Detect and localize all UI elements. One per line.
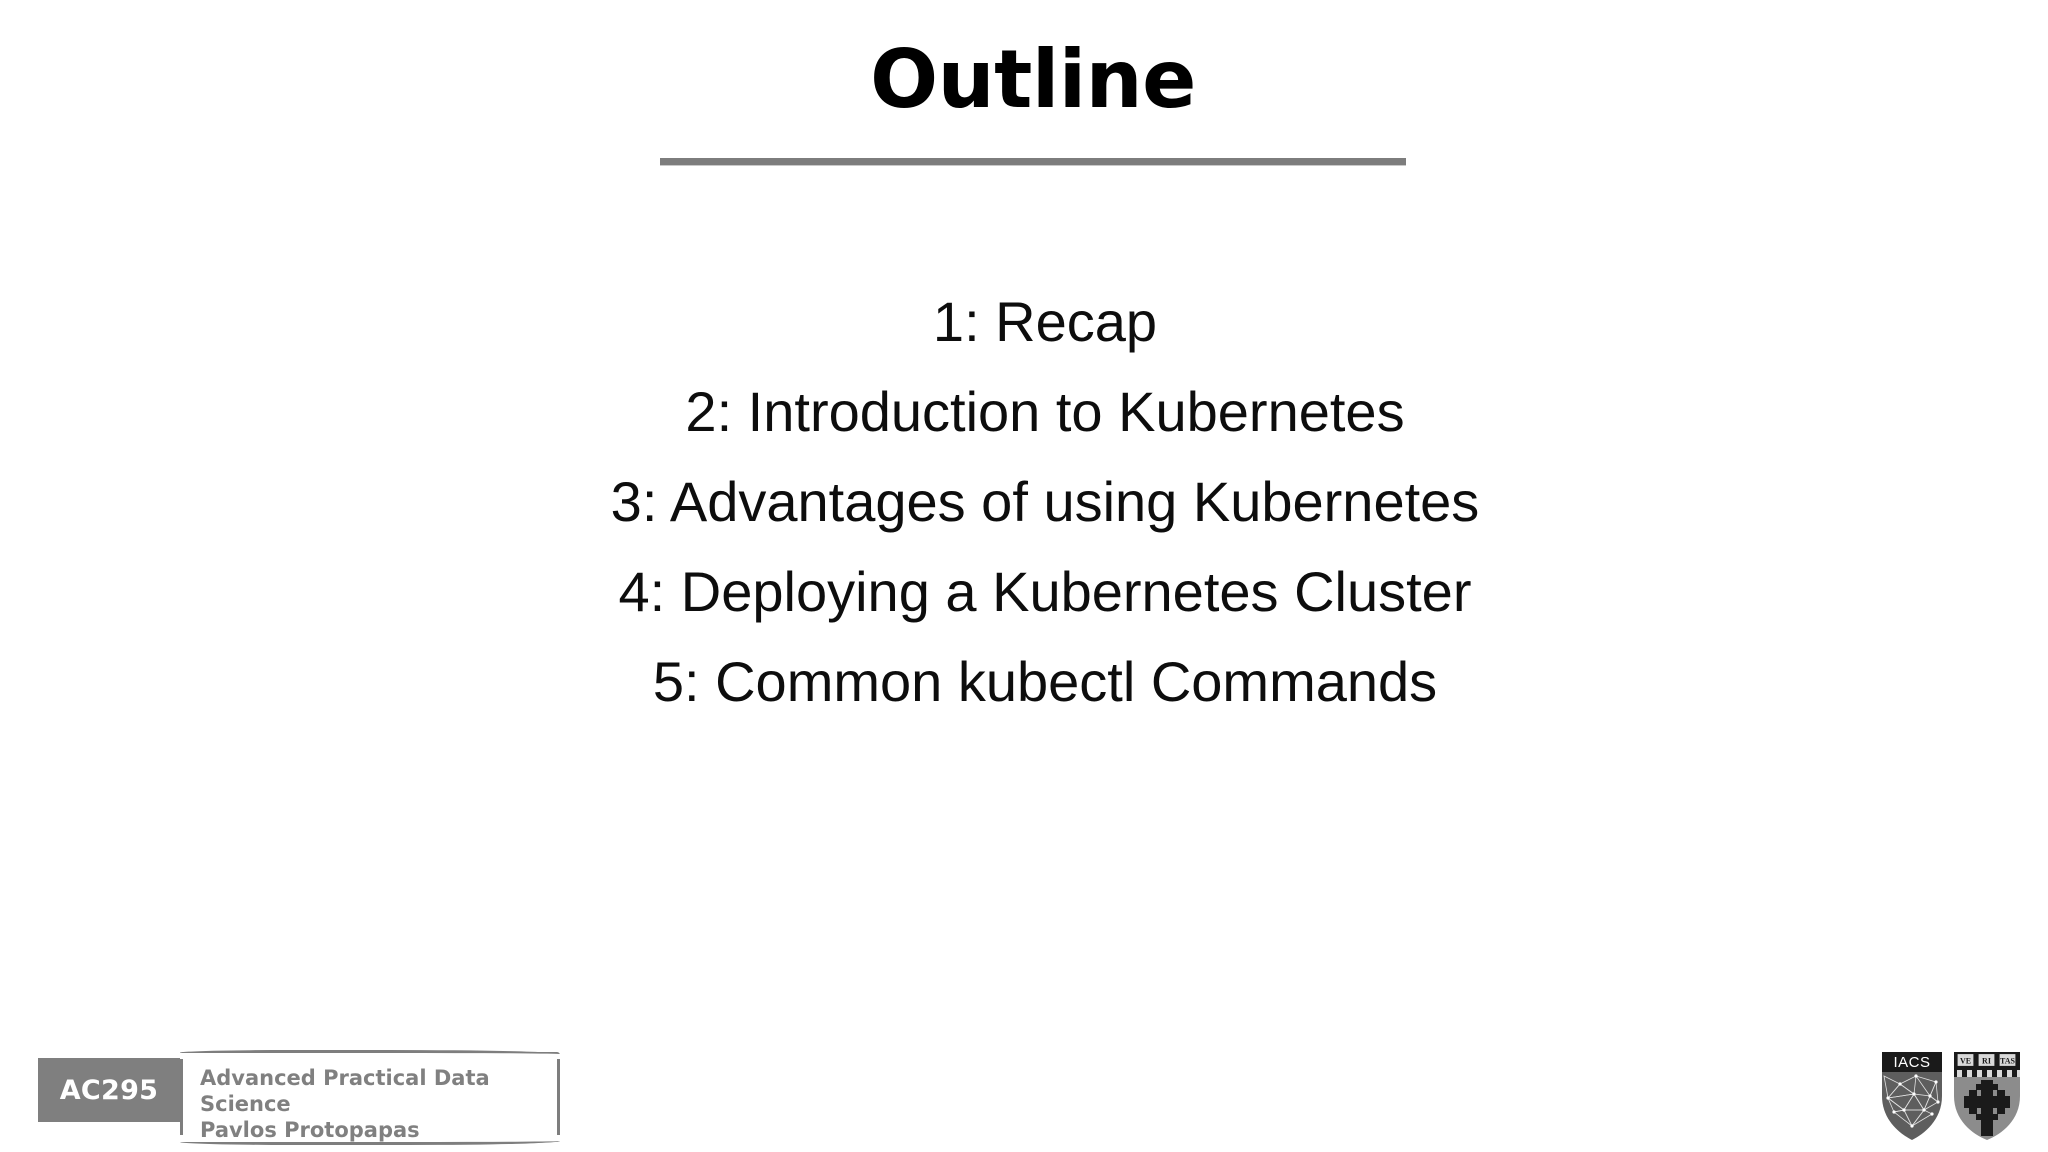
harvard-shield-icon: VE RI TAS [1954,1052,2020,1140]
outline-item-1: 1: Recap [932,290,1158,353]
outline-item-5: 5: Common kubectl Commands [652,650,1438,713]
course-info-line-1: Advanced Practical Data [200,1066,490,1090]
title-underline-rule [660,158,1406,166]
svg-text:TAS: TAS [2000,1057,2016,1066]
svg-text:RI: RI [1982,1057,1991,1066]
outline-item-4: 4: Deploying a Kubernetes Cluster [618,560,1472,623]
course-info-line-2: Science [200,1092,291,1116]
iacs-logo-text: IACS [1893,1054,1930,1071]
course-code-label: AC295 [59,1074,159,1106]
course-info-text: Advanced Practical Data Science Pavlos P… [200,1065,549,1143]
title-block: Outline [660,38,1406,122]
course-info-line-3: Pavlos Protopapas [200,1118,420,1142]
svg-text:VE: VE [1960,1057,1971,1066]
course-info-card: Advanced Practical Data Science Pavlos P… [180,1050,560,1145]
course-code-badge: AC295 [38,1058,180,1122]
outline-item-3: 3: Advantages of using Kubernetes [610,470,1480,533]
page-title: Outline [870,33,1196,126]
outline-item-2: 2: Introduction to Kubernetes [685,380,1405,443]
outline-list: 1: Recap 2: Introduction to Kubernetes 3… [0,277,2048,727]
institution-logos: IACS VE RI TAS [1880,1050,2025,1142]
iacs-shield-icon: IACS [1882,1052,1942,1140]
